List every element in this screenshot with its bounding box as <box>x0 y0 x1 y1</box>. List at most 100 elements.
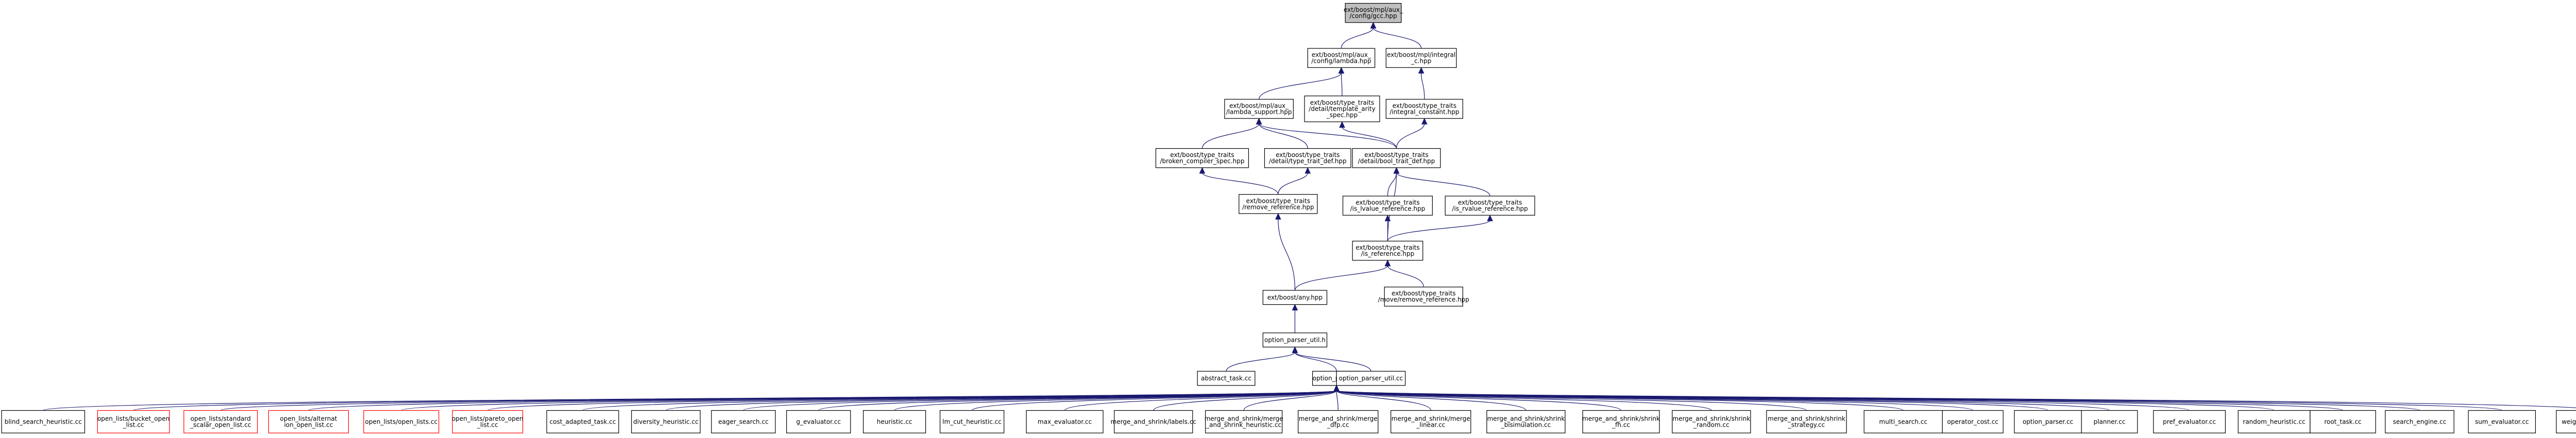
node-label: _fh.cc <box>1612 421 1630 428</box>
node-root: ext/boost/mpl/aux_/config/gcc.hpp <box>1344 3 1403 23</box>
node-l15[interactable]: merge_and_shrink/merge_dfp.cc <box>1298 410 1379 433</box>
node-l26[interactable]: random_heuristic.cc <box>2238 410 2311 433</box>
node-option_parser_util_cc[interactable]: option_parser_util.cc <box>1336 371 1406 386</box>
node-template_arity[interactable]: ext/boost/type_traits/detail/template_ar… <box>1304 95 1380 122</box>
node-label: ext/boost/any.hpp <box>1267 294 1323 301</box>
node-option_parser_util[interactable]: option_parser_util.h <box>1262 332 1328 347</box>
node-label: _scalar_open_list.cc <box>190 421 251 428</box>
node-l2[interactable]: open_lists/standard_scalar_open_list.cc <box>183 410 258 433</box>
node-l25[interactable]: pref_evaluator.cc <box>2153 410 2226 433</box>
node-label: /move/remove_reference.hpp <box>1378 296 1469 303</box>
node-l18[interactable]: merge_and_shrink/shrink_fh.cc <box>1582 410 1660 433</box>
node-is_lvalue[interactable]: ext/boost/type_traits/is_lvalue_referenc… <box>1342 196 1433 216</box>
node-label: operator_cost.cc <box>1947 418 1998 425</box>
node-label: merge_and_shrink/merge <box>1299 415 1378 422</box>
node-l20[interactable]: merge_and_shrink/shrink_strategy.cc <box>1766 410 1847 433</box>
edge-l30-to-option_parser_h <box>1333 384 2576 409</box>
node-any[interactable]: ext/boost/any.hpp <box>1262 290 1328 305</box>
node-l13[interactable]: merge_and_shrink/labels.cc <box>1111 410 1196 433</box>
node-l7[interactable]: diversity_heuristic.cc <box>631 410 701 433</box>
node-label: _c.hpp <box>1411 58 1431 65</box>
node-label: /remove_reference.hpp <box>1242 203 1314 211</box>
node-label: search_engine.cc <box>2393 418 2447 425</box>
node-l10[interactable]: heuristic.cc <box>863 410 926 433</box>
node-l19[interactable]: merge_and_shrink/shrink_random.cc <box>1672 410 1751 433</box>
node-move_ref[interactable]: ext/boost/type_traits/move/remove_refere… <box>1378 287 1469 307</box>
edge-option_parser_util_cc-to-option_parser_util <box>1292 346 1371 372</box>
node-trait_def_a[interactable]: ext/boost/type_traits/detail/type_trait_… <box>1264 148 1351 168</box>
node-l4[interactable]: open_lists/open_lists.cc <box>363 410 439 433</box>
node-l6[interactable]: cost_adapted_task.cc <box>546 410 619 433</box>
node-l12[interactable]: max_evaluator.cc <box>1026 410 1104 433</box>
node-label: /lambda_support.hpp <box>1226 109 1292 116</box>
node-lambda_support[interactable]: ext/boost/mpl/aux_/lambda_support.hpp <box>1224 99 1294 119</box>
edge-trait_def_b-to-integral_constant <box>1396 117 1428 149</box>
node-label: ext/boost/mpl/aux_ <box>1312 51 1371 59</box>
node-l1[interactable]: open_lists/bucket_open_list.cc <box>97 410 170 433</box>
node-label: /detail/type_trait_def.hpp <box>1269 157 1347 165</box>
node-trait_def_b[interactable]: ext/boost/type_traits/detail/bool_trait_… <box>1352 148 1441 168</box>
node-l17[interactable]: merge_and_shrink/shrink_bisimulation.cc <box>1486 410 1566 433</box>
node-label: ext/boost/type_traits <box>1458 199 1522 206</box>
node-label: ext/boost/type_traits <box>1246 197 1310 204</box>
node-l11[interactable]: lm_cut_heuristic.cc <box>939 410 1005 433</box>
node-label: /config/lambda.hpp <box>1311 58 1371 65</box>
node-label: /detail/template_arity <box>1309 106 1375 113</box>
node-label: _strategy.cc <box>1788 421 1825 428</box>
node-is_reference[interactable]: ext/boost/type_traits/is_reference.hpp <box>1352 240 1423 261</box>
node-l5[interactable]: open_lists/pareto_open_list.cc <box>452 410 523 433</box>
node-l28[interactable]: search_engine.cc <box>2385 410 2454 433</box>
node-label: /is_lvalue_reference.hpp <box>1350 205 1426 213</box>
node-label: eager_search.cc <box>718 418 769 425</box>
edge-broken_compiler-to-lambda_support <box>1201 117 1262 149</box>
node-lambda[interactable]: ext/boost/mpl/aux_/config/lambda.hpp <box>1307 48 1376 68</box>
node-label: pref_evaluator.cc <box>2163 418 2216 425</box>
node-l9[interactable]: g_evaluator.cc <box>786 410 851 433</box>
node-label: ext/boost/type_traits <box>1364 151 1428 159</box>
node-label: planner.cc <box>2094 418 2126 425</box>
node-l24[interactable]: planner.cc <box>2081 410 2138 433</box>
node-label: merge_and_shrink/shrink <box>1487 415 1565 422</box>
node-label: merge_and_shrink/merge <box>1392 415 1470 422</box>
node-label: multi_search.cc <box>1879 418 1927 425</box>
node-label: heuristic.cc <box>877 418 912 425</box>
node-label: /detail/bool_trait_def.hpp <box>1358 157 1435 165</box>
node-label: ion_open_list.cc <box>284 421 333 428</box>
node-label: weighted_evaluator.cc <box>2562 418 2576 425</box>
node-l27[interactable]: root_task.cc <box>2310 410 2376 433</box>
edge-integral_c-to-root <box>1370 22 1422 49</box>
node-label: open_lists/open_lists.cc <box>365 418 438 425</box>
node-l16[interactable]: merge_and_shrink/merge_linear.cc <box>1391 410 1471 433</box>
node-label: open_lists/pareto_open <box>452 415 523 422</box>
node-label: root_task.cc <box>2324 418 2361 425</box>
node-label: ext/boost/type_traits <box>1276 151 1340 159</box>
edge-move_ref-to-is_reference <box>1384 259 1424 287</box>
node-l23[interactable]: option_parser.cc <box>2014 410 2082 433</box>
node-integral_c[interactable]: ext/boost/mpl/integral_c.hpp <box>1385 48 1457 68</box>
node-label: blind_search_heuristic.cc <box>5 418 82 425</box>
edge-remove_reference-to-trait_def_a <box>1278 167 1311 195</box>
node-l30[interactable]: weighted_evaluator.cc <box>2556 410 2576 433</box>
node-l14[interactable]: merge_and_shrink/merge_and_shrink_heuris… <box>1205 410 1283 433</box>
node-label: merge_and_shrink/shrink <box>1582 415 1660 422</box>
node-integral_constant[interactable]: ext/boost/type_traits/integral_constant.… <box>1385 99 1463 119</box>
node-abstract_task[interactable]: abstract_task.cc <box>1197 371 1256 386</box>
node-l0[interactable]: blind_search_heuristic.cc <box>1 410 86 433</box>
node-l8[interactable]: eager_search.cc <box>711 410 776 433</box>
node-broken_compiler[interactable]: ext/boost/type_traits/broken_compiler_sp… <box>1155 148 1249 168</box>
edge-integral_constant-to-integral_c <box>1418 67 1425 99</box>
node-label: max_evaluator.cc <box>1038 418 1092 425</box>
node-is_rvalue[interactable]: ext/boost/type_traits/is_rvalue_referenc… <box>1445 196 1535 216</box>
node-label: merge_and_shrink/shrink <box>1768 415 1845 422</box>
node-label: ext/boost/type_traits <box>1170 151 1234 159</box>
node-remove_reference[interactable]: ext/boost/type_traits/remove_reference.h… <box>1239 194 1318 214</box>
node-l21[interactable]: multi_search.cc <box>1863 410 1943 433</box>
node-label: abstract_task.cc <box>1201 375 1251 382</box>
edge-template_arity-to-lambda <box>1338 67 1345 96</box>
node-label: ext/boost/type_traits <box>1392 290 1455 297</box>
node-l22[interactable]: operator_cost.cc <box>1942 410 2004 433</box>
edge-is_rvalue-to-trait_def_b <box>1393 167 1490 197</box>
node-label: /integral_constant.hpp <box>1389 109 1459 116</box>
node-l29[interactable]: sum_evaluator.cc <box>2468 410 2536 433</box>
